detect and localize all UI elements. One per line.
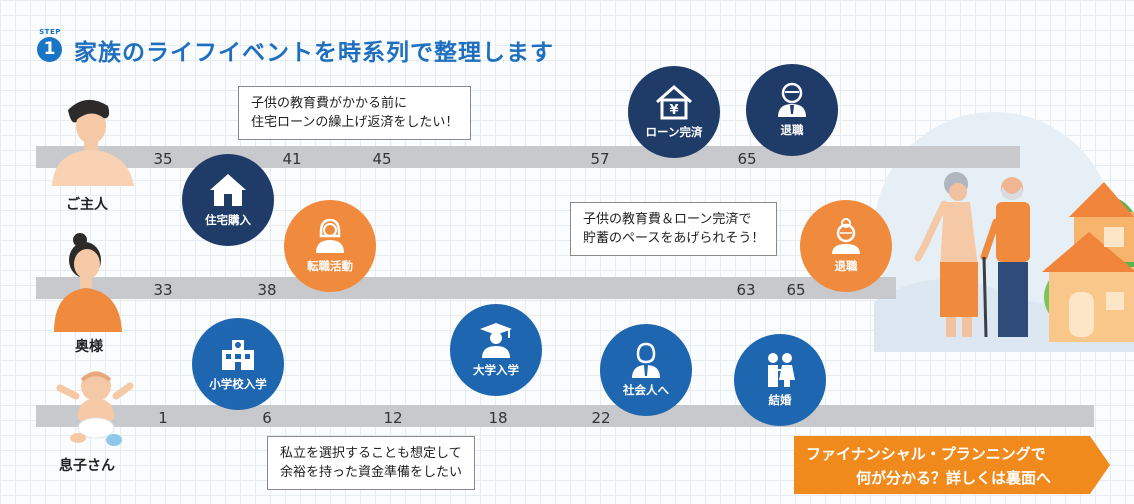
person-name-son: 息子さん: [59, 458, 115, 474]
yen-house-icon: ¥: [628, 84, 720, 120]
event-start-work: 社会人へ: [600, 324, 692, 416]
event-label: 大学入学: [473, 363, 519, 377]
event-label: 退職: [834, 259, 858, 273]
age-label: 63: [736, 281, 756, 299]
event-label: 転職活動: [307, 259, 353, 273]
note-line: 子供の教育費＆ローン完済で: [583, 212, 752, 227]
age-label: 38: [257, 281, 277, 299]
event-loan-repaid: ¥ ローン完済: [628, 66, 720, 158]
note-line: 子供の教育費がかかる前に: [251, 96, 408, 111]
note-line: 余裕を持った資金準備をしたい: [280, 465, 463, 480]
timeline-bar-wife: [36, 277, 896, 299]
age-label: 57: [590, 150, 610, 168]
age-label: 22: [591, 409, 611, 427]
elderly-man-icon: [746, 82, 838, 118]
event-marriage: 結婚: [734, 334, 826, 426]
event-job-change: 転職活動: [284, 200, 376, 292]
timeline-bar-son: [36, 405, 1094, 427]
person-icon: [284, 218, 376, 254]
elderly-woman-icon: [800, 218, 892, 254]
event-label: 退職: [780, 123, 804, 137]
page-title: 家族のライフイベントを時系列で整理します: [74, 40, 554, 66]
note-line: 住宅ローンの繰上げ返済をしたい！: [251, 115, 459, 130]
timeline-bar-husband: [36, 146, 1020, 168]
event-university: 大学入学: [450, 304, 542, 396]
cta-line-1: ファイナンシャル・プランニングで: [806, 445, 1046, 463]
step-badge: STEP 1: [34, 28, 66, 62]
age-label: 12: [383, 409, 403, 427]
event-label: ローン完済: [645, 125, 703, 139]
age-label: 1: [158, 409, 168, 427]
step-label: STEP: [39, 28, 61, 36]
business-person-icon: [600, 342, 692, 378]
event-elementary-school: 小学校入学: [192, 318, 284, 410]
graduate-icon: [450, 322, 542, 358]
son-avatar: [52, 366, 142, 456]
step-number: 1: [37, 37, 62, 62]
elderly-couple-illustration: [874, 92, 1134, 352]
wife-avatar: [40, 232, 130, 332]
age-label: 18: [488, 409, 508, 427]
note-private-school: 私立を選択することも想定して 余裕を持った資金準備をしたい: [267, 436, 476, 490]
cta-banner[interactable]: ファイナンシャル・プランニングで 何が分かる？詳しくは裏面へ: [794, 436, 1110, 494]
event-husband-retirement: 退職: [746, 64, 838, 156]
age-label: 65: [786, 281, 806, 299]
age-label: 35: [153, 150, 173, 168]
age-label: 33: [153, 281, 173, 299]
age-label: 45: [372, 150, 392, 168]
svg-text:¥: ¥: [669, 103, 678, 118]
event-house-purchase: 住宅購入: [182, 154, 274, 246]
note-savings-pace: 子供の教育費＆ローン完済で 貯蓄のペースをあげられそう！: [570, 202, 778, 256]
age-label: 6: [262, 409, 272, 427]
note-loan-prepayment: 子供の教育費がかかる前に 住宅ローンの繰上げ返済をしたい！: [238, 86, 472, 140]
person-name-husband: ご主人: [66, 197, 108, 213]
house-icon: [182, 172, 274, 208]
age-label: 65: [737, 150, 757, 168]
event-label: 住宅購入: [205, 213, 251, 227]
event-wife-retirement: 退職: [800, 200, 892, 292]
person-name-wife: 奥様: [75, 339, 103, 355]
school-building-icon: [192, 336, 284, 372]
cta-line-2: 何が分かる？詳しくは裏面へ: [856, 469, 1052, 487]
age-label: 41: [282, 150, 302, 168]
couple-icon: [734, 352, 826, 388]
note-line: 私立を選択することも想定して: [280, 446, 462, 461]
husband-avatar: [46, 96, 136, 186]
event-label: 小学校入学: [209, 377, 267, 391]
note-line: 貯蓄のペースをあげられそう！: [583, 231, 765, 246]
event-label: 結婚: [768, 393, 792, 407]
event-label: 社会人へ: [623, 383, 669, 397]
